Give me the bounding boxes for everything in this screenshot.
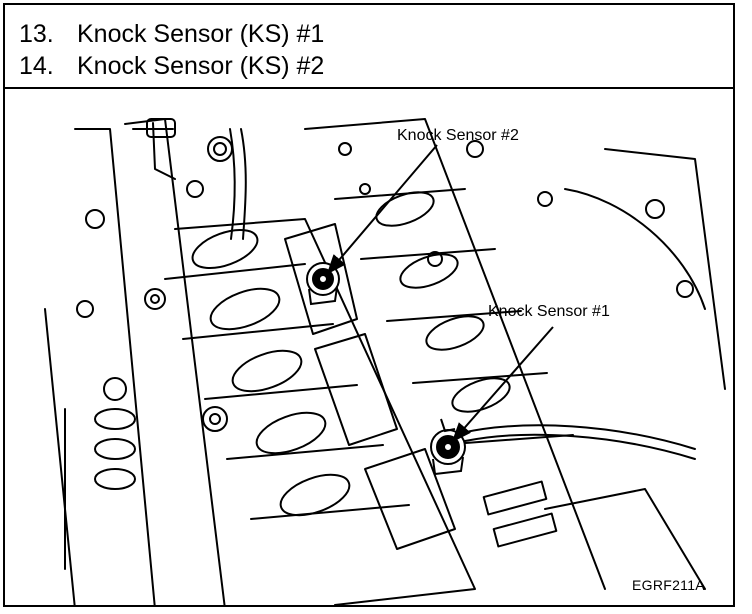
knock-sensor-1-shape [430,418,466,476]
knock-sensor-2-shape [306,262,340,306]
leader-line-sensor-1 [451,326,554,443]
legend-number: 14. [19,52,54,80]
figure-code: EGRF211A [632,577,705,593]
legend-header: 13. Knock Sensor (KS) #1 14. Knock Sensor … [5,5,733,89]
engine-outline [44,118,726,605]
legend-number: 13. [19,20,54,48]
figure-frame: 13. Knock Sensor (KS) #1 14. Knock Sensor … [3,3,735,607]
engine-drawing: Knock Sensor #2 Knock Sensor #1 EGRF211A [5,89,733,605]
legend-item-13: 13. Knock Sensor (KS) #1 [19,19,324,49]
leader-line-sensor-2 [326,144,438,275]
legend-text: Knock Sensor (KS) #2 [77,52,325,80]
callout-knock-sensor-1: Knock Sensor #1 [488,303,610,320]
legend-item-14: 14. Knock Sensor (KS) #2 [19,51,324,81]
legend-text: Knock Sensor (KS) #1 [77,20,325,48]
engine-block-illustration [44,118,726,605]
callout-knock-sensor-2: Knock Sensor #2 [397,127,519,144]
